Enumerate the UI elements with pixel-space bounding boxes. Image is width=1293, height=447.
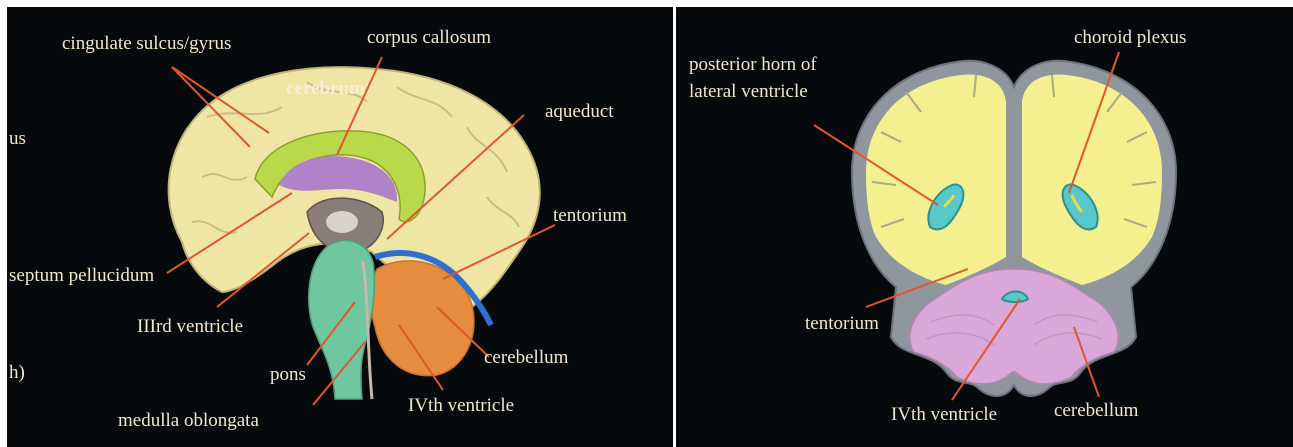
sagittal-brain-illustration: [7, 7, 673, 447]
label-corpus-callosum: corpus callosum: [367, 27, 491, 49]
label-septum: septum pellucidum: [9, 265, 154, 287]
label-posterior-horn-1: posterior horn of: [689, 54, 817, 76]
label-h-fragment: h): [9, 362, 25, 384]
label-us-fragment: us: [9, 128, 26, 150]
coronal-panel: posterior horn of lateral ventricle chor…: [676, 7, 1293, 447]
label-tentorium-left: tentorium: [553, 205, 627, 227]
label-posterior-horn-2: lateral ventricle: [689, 81, 808, 103]
label-third-ventricle: IIIrd ventricle: [137, 316, 243, 338]
label-medulla: medulla oblongata: [118, 410, 259, 432]
label-choroid-plexus: choroid plexus: [1074, 27, 1186, 49]
label-cerebellum-left: cerebellum: [484, 347, 568, 369]
thalamus-highlight: [326, 211, 358, 233]
label-pons: pons: [270, 364, 306, 386]
sagittal-panel: cingulate sulcus/gyrus corpus callosum c…: [7, 7, 673, 447]
label-fourth-ventricle-right: IVth ventricle: [891, 404, 997, 426]
label-tentorium-right: tentorium: [805, 313, 879, 335]
label-aqueduct: aqueduct: [545, 101, 614, 123]
label-cerebellum-right: cerebellum: [1054, 400, 1138, 422]
label-cerebrum: cerebrum: [286, 78, 365, 100]
label-cingulate: cingulate sulcus/gyrus: [62, 33, 231, 55]
label-fourth-ventricle-left: IVth ventricle: [408, 395, 514, 417]
